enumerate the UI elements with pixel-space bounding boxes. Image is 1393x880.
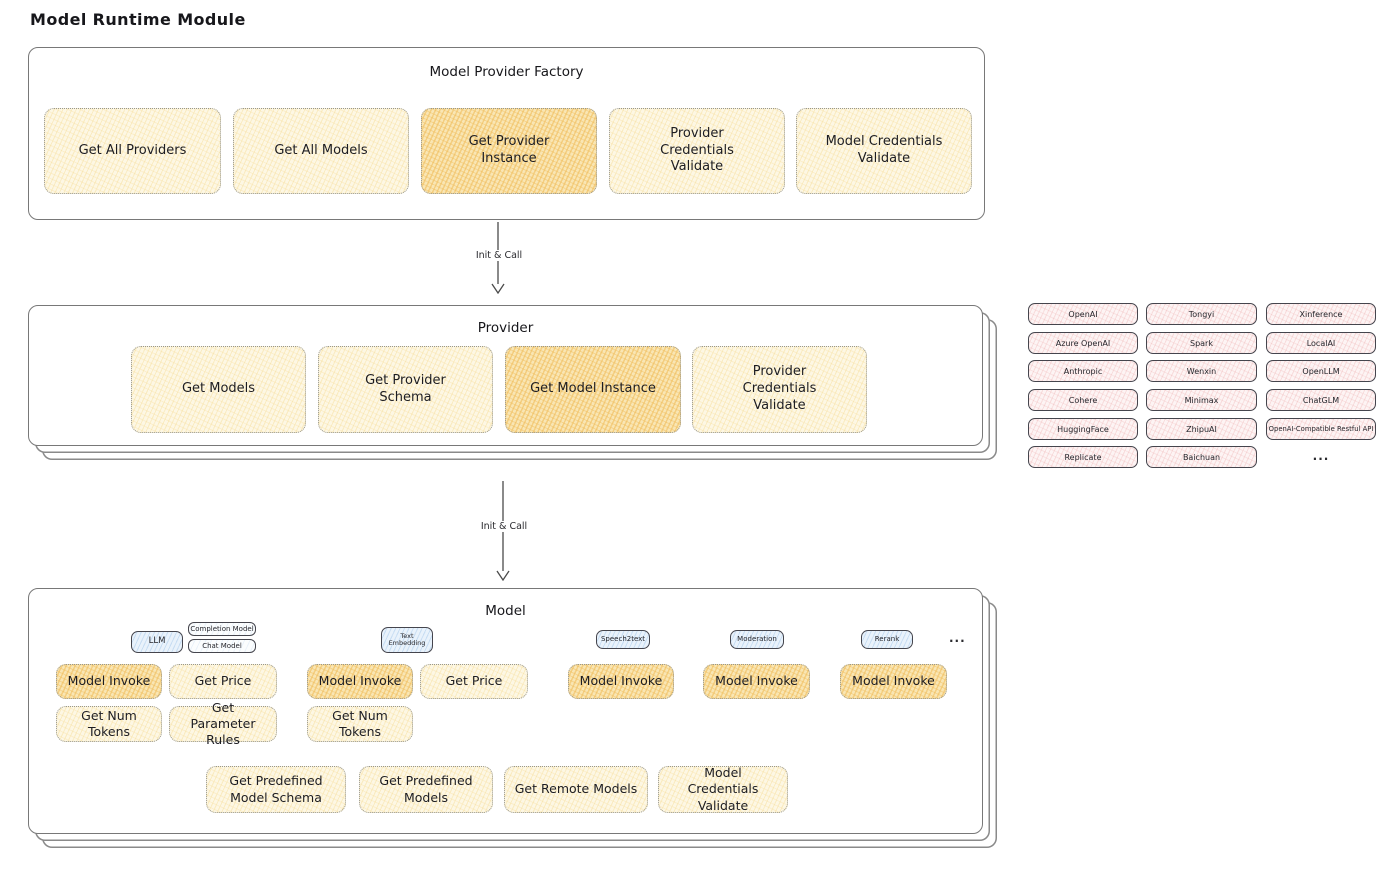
arrow-label-init-call-2: Init & Call: [476, 521, 532, 532]
provider-pill-localai: LocalAI: [1266, 332, 1376, 354]
tag-moderation: Moderation: [730, 630, 784, 649]
get-predefined-model-schema: Get Predefined Model Schema: [206, 766, 346, 813]
factory-get-all-models: Get All Models: [233, 108, 409, 194]
provider-box: Provider Get Models Get Provider Schema …: [28, 305, 983, 446]
model-credentials-validate: Model Credentials Validate: [658, 765, 788, 813]
text-embedding-get-price: Get Price: [420, 664, 528, 699]
provider-pill-openai-compatible: OpenAI-Compatible Restful API: [1266, 418, 1376, 440]
arrow-label-init-call-1: Init & Call: [471, 250, 527, 261]
factory-box: Model Provider Factory Get All Providers…: [28, 47, 985, 220]
provider-provider-credentials-validate: Provider Credentials Validate: [692, 346, 867, 433]
provider-pill-minimax: Minimax: [1146, 389, 1257, 411]
provider-pill-openllm: OpenLLM: [1266, 360, 1376, 382]
llm-get-price: Get Price: [169, 664, 277, 699]
provider-pill-chatglm: ChatGLM: [1266, 389, 1376, 411]
provider-pill-zhipuai: ZhipuAI: [1146, 418, 1257, 440]
get-predefined-models: Get Predefined Models: [359, 766, 493, 813]
model-tags-ellipsis: ...: [949, 631, 966, 645]
llm-get-num-tokens: Get Num Tokens: [56, 706, 162, 742]
diagram-title: Model Runtime Module: [30, 10, 246, 29]
factory-get-provider-instance: Get Provider Instance: [421, 108, 597, 194]
model-title: Model: [485, 603, 526, 619]
get-remote-models: Get Remote Models: [504, 766, 648, 813]
tag-rerank: Rerank: [861, 630, 913, 649]
model-box: Model LLM Completion Model Chat Model Te…: [28, 588, 983, 834]
llm-get-parameter-rules: Get Parameter Rules: [169, 700, 277, 747]
tag-speech2text: Speech2text: [596, 630, 650, 649]
provider-pill-huggingface: HuggingFace: [1028, 418, 1138, 440]
tag-chat-model: Chat Model: [188, 639, 256, 653]
tag-llm: LLM: [131, 631, 183, 653]
provider-pill-tongyi: Tongyi: [1146, 303, 1257, 325]
provider-title: Provider: [477, 320, 534, 336]
provider-get-model-instance: Get Model Instance: [505, 346, 681, 433]
provider-pill-cohere: Cohere: [1028, 389, 1138, 411]
provider-pill-wenxin: Wenxin: [1146, 360, 1257, 382]
provider-pill-xinference: Xinference: [1266, 303, 1376, 325]
llm-model-invoke: Model Invoke: [56, 664, 162, 699]
tag-text-embedding: Text Embedding: [381, 627, 433, 653]
provider-pill-openai: OpenAI: [1028, 303, 1138, 325]
speech2text-model-invoke: Model Invoke: [568, 664, 674, 699]
provider-get-provider-schema: Get Provider Schema: [318, 346, 493, 433]
provider-pill-baichuan: Baichuan: [1146, 446, 1257, 468]
moderation-model-invoke: Model Invoke: [703, 664, 810, 699]
provider-get-models: Get Models: [131, 346, 306, 433]
text-embedding-model-invoke: Model Invoke: [307, 664, 413, 699]
provider-pill-spark: Spark: [1146, 332, 1257, 354]
factory-model-credentials-validate: Model Credentials Validate: [796, 108, 972, 194]
factory-get-all-providers: Get All Providers: [44, 108, 221, 194]
provider-pill-azure-openai: Azure OpenAI: [1028, 332, 1138, 354]
rerank-model-invoke: Model Invoke: [840, 664, 947, 699]
text-embedding-get-num-tokens: Get Num Tokens: [307, 706, 413, 742]
provider-pill-replicate: Replicate: [1028, 446, 1138, 468]
provider-list-ellipsis: ...: [1312, 449, 1330, 463]
factory-provider-credentials-validate: Provider Credentials Validate: [609, 108, 785, 194]
provider-pill-anthropic: Anthropic: [1028, 360, 1138, 382]
factory-title: Model Provider Factory: [429, 64, 584, 80]
provider-list: OpenAI Azure OpenAI Anthropic Cohere Hug…: [1028, 303, 1378, 473]
tag-completion-model: Completion Model: [188, 622, 256, 636]
